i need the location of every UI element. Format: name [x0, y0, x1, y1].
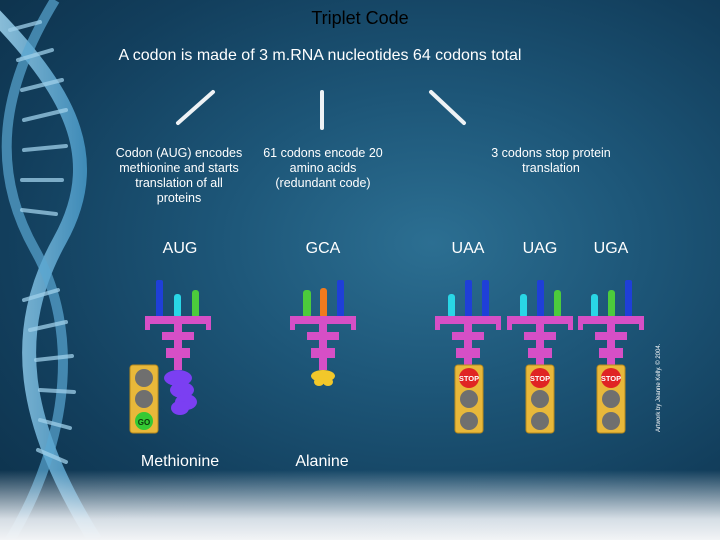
trna-stop-uga — [578, 280, 644, 366]
amino-acid-alanine: Alanine — [295, 453, 349, 470]
note-encode: 61 codons encode 20 amino acids (redunda… — [263, 146, 383, 190]
amino-acid-methionine: Methionine — [140, 453, 220, 470]
stop-label-2: STOP — [530, 374, 550, 383]
slide-subtitle: A codon is made of 3 m.RNA nucleotides 6… — [118, 47, 522, 64]
trna-methionine — [145, 280, 211, 415]
traffic-light-stop-2 — [525, 364, 555, 434]
traffic-light-stop-1 — [454, 364, 484, 434]
go-label: GO — [138, 418, 150, 427]
codon-uga: UGA — [593, 240, 629, 257]
codon-aug: AUG — [162, 240, 198, 257]
trna-stop-uaa — [435, 280, 501, 366]
artwork-credit: Artwork by Jeanne Kelly. © 2004. — [655, 343, 662, 432]
note-stop: 3 codons stop protein translation — [491, 146, 611, 175]
trna-alanine — [290, 280, 356, 386]
traffic-light-go — [129, 364, 159, 434]
slide-title: Triplet Code — [311, 8, 409, 28]
arrow-right — [429, 90, 466, 125]
traffic-light-stop-3 — [596, 364, 626, 434]
codon-gca: GCA — [305, 240, 341, 257]
codon-uag: UAG — [522, 240, 558, 257]
stop-label-3: STOP — [601, 374, 621, 383]
note-start-codon: Codon (AUG) encodes methionine and start… — [115, 146, 243, 205]
arrow-left — [176, 90, 215, 125]
codon-uaa: UAA — [451, 240, 485, 257]
trna-stop-uag — [507, 280, 573, 366]
arrows — [176, 90, 466, 130]
stop-label-1: STOP — [459, 374, 479, 383]
